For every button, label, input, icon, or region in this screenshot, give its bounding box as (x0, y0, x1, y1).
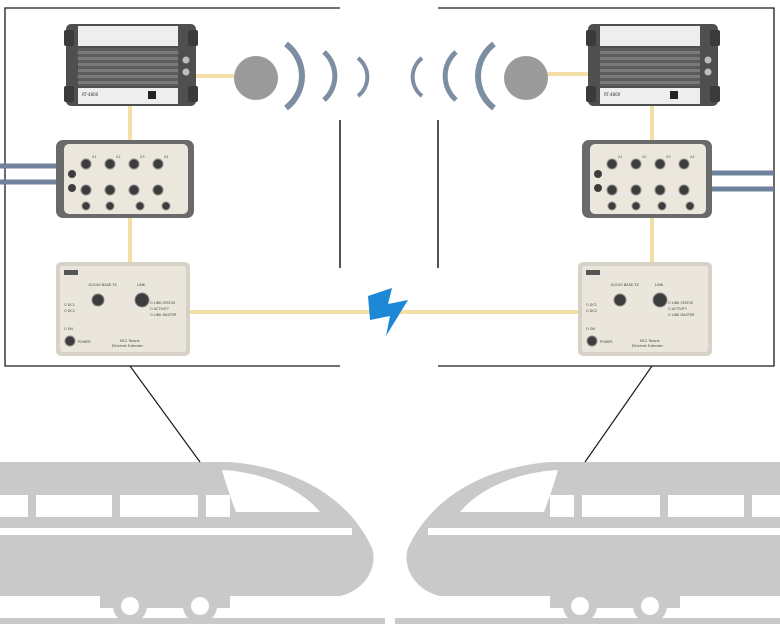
extender-top-label: 10/100 BASE-TX (88, 283, 117, 287)
extender-led-label: O LINK MASTER (668, 313, 695, 317)
router-model-label: RT-4800 (604, 92, 621, 97)
extender-footer: M12 Torque (120, 339, 140, 343)
train-left (0, 462, 385, 624)
extender-left: 10/100 BASE-TX LINK O LINK STATUS O ACTI… (56, 262, 190, 356)
extender-right: 10/100 BASE-TX LINK O LINK STATUS O ACTI… (578, 262, 712, 356)
wire-bus-extender-icon (578, 262, 712, 356)
extender-led-label: O LINK STATUS (150, 301, 175, 305)
extender-on-label: O ON (64, 327, 73, 331)
wire-bus-extender-icon (56, 262, 190, 356)
extender-led-label: O ACTIVITY (668, 307, 688, 311)
lightning-bolt-icon (368, 288, 408, 336)
cables (128, 72, 654, 314)
switch-port-label: X4 (164, 155, 169, 159)
extender-dc-label: O DC1 (64, 303, 75, 307)
extender-led-label: O LINK MASTER (150, 313, 177, 317)
rugged-router-icon (586, 24, 720, 106)
rugged-router-icon (64, 24, 198, 106)
router-model-label: RT-4800 (82, 92, 99, 97)
extender-dc-label: O DC2 (64, 309, 75, 313)
router-right: RT-4800 (586, 24, 720, 106)
m12-switch-icon (582, 140, 712, 218)
extender-on-label: O ON (586, 327, 595, 331)
m12-switch-icon (56, 140, 194, 218)
switch-right: X1 X2 X3 X4 (582, 140, 712, 218)
extender-link-label: LINK (137, 283, 146, 287)
switch-port-label: X3 (666, 155, 671, 159)
bogie-left (100, 588, 230, 623)
callout-line-left (129, 365, 201, 463)
body-stripe (428, 528, 780, 535)
extender-dc-label: O DC2 (586, 309, 597, 313)
wireless-antenna-icon (504, 56, 548, 100)
extender-led-label: O ACTIVITY (150, 307, 170, 311)
router-left: RT-4800 (64, 24, 198, 106)
extender-footer: Ethernet Extender (112, 344, 144, 348)
extender-power-label: POWER (78, 340, 91, 344)
wireless-antenna-icon (234, 56, 278, 100)
body-stripe (0, 528, 352, 535)
bogie-right (550, 588, 680, 623)
switch-left: X1 X2 X3 X4 (56, 140, 194, 218)
switch-port-label: X3 (140, 155, 145, 159)
cab-window (222, 470, 320, 512)
switch-port-label: X4 (690, 155, 695, 159)
rail (395, 618, 780, 624)
switch-port-label: X2 (642, 155, 647, 159)
switch-port-label: X1 (92, 155, 97, 159)
rail (0, 618, 385, 624)
extender-power-label: POWER (600, 340, 613, 344)
extender-footer: M12 Torque (640, 339, 660, 343)
extender-link-label: LINK (655, 283, 664, 287)
frame-left (4, 7, 340, 367)
cab-window (460, 470, 558, 512)
extender-dc-label: O DC1 (586, 303, 597, 307)
ethernet-pipes-right (712, 170, 774, 192)
switch-port-label: X2 (116, 155, 121, 159)
switch-port-label: X1 (618, 155, 623, 159)
radio-waves-icon (284, 41, 496, 111)
train-right (395, 462, 780, 624)
extender-top-label: 10/100 BASE-TX (610, 283, 639, 287)
extender-footer: Ethernet Extender (632, 344, 664, 348)
extender-led-label: O LINK STATUS (668, 301, 693, 305)
ethernet-pipes-left (0, 163, 66, 185)
callout-line-right (584, 365, 653, 463)
